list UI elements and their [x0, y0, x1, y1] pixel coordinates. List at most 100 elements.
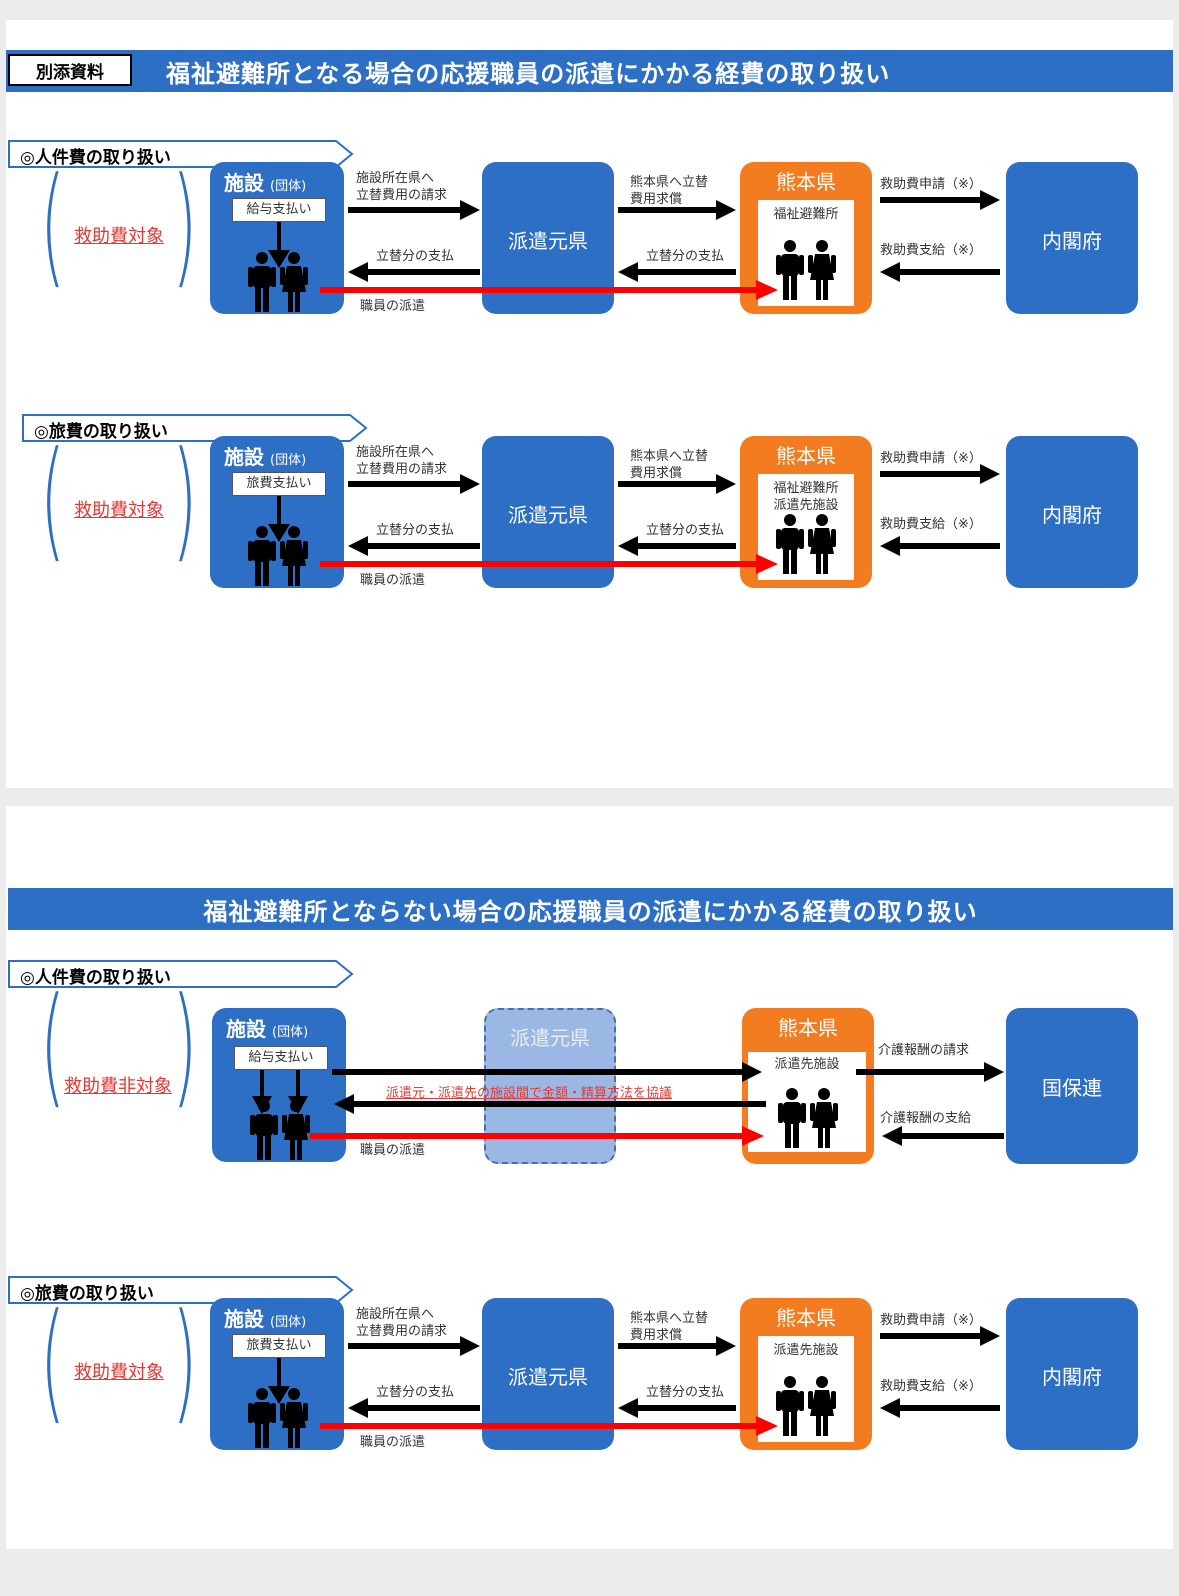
kokuhoren-box: 国保連 — [1006, 1008, 1138, 1164]
origin-prefecture-label: 派遣元県 — [510, 1026, 590, 1050]
diagram-section: ◎旅費の取り扱い ( ) 救助費対象 施設(団体) 旅費支払い 派遣元県 熊本県… — [0, 1276, 1179, 1596]
inner-line: 派遣先施設 — [773, 1343, 839, 1358]
relief-target-label: 救助費対象 — [74, 500, 164, 521]
origin-prefecture-label: 派遣元県 — [508, 1365, 588, 1389]
label-claim: 施設所在県へ立替費用の請求 — [356, 444, 447, 478]
facility-subtitle: (団体) — [270, 1315, 307, 1330]
label-reimburse: 熊本県へ立替費用求償 — [630, 1310, 708, 1344]
arrow-reimburse-to-kumamoto — [618, 474, 736, 494]
label-payment-2: 立替分の支払 — [646, 249, 725, 264]
label-relief-pay: 救助費支給（※） — [880, 1379, 982, 1394]
right-brace: ) — [172, 969, 198, 1121]
arrow-relief-apply — [880, 190, 1000, 210]
relief-target-label: 救助費非対象 — [64, 1076, 172, 1097]
payment-box: 旅費支払い — [232, 472, 326, 496]
flow-arrows — [320, 190, 1000, 300]
page2-title-banner: 福祉避難所とならない場合の応援職員の派遣にかかる経費の取り扱い — [8, 888, 1173, 930]
cabinet-office-label: 内閣府 — [1042, 1365, 1102, 1389]
flow-arrows — [320, 1326, 1000, 1436]
label-reimburse: 熊本県へ立替費用求償 — [630, 448, 708, 482]
arrow-facility-to-receiving — [332, 1062, 762, 1082]
label-payment-1: 立替分の支払 — [376, 1385, 455, 1400]
shelter-inner-box: 派遣先施設 — [748, 1052, 866, 1152]
arrow-claim-to-origin — [348, 1336, 480, 1356]
cabinet-office-box: 内閣府 — [1006, 436, 1138, 588]
arrow-claim-to-origin — [348, 200, 480, 220]
arrow-payment-to-origin — [618, 1398, 736, 1418]
shelter-inner-label: 福祉避難所 — [758, 206, 854, 223]
facility-box: 施設(団体) 給与支払い — [210, 162, 344, 314]
flow-arrows — [310, 1062, 1004, 1146]
left-brace: ( — [40, 149, 66, 301]
label-care-claim: 介護報酬の請求 — [878, 1043, 970, 1058]
inner-line: 派遣先施設 — [773, 498, 839, 513]
shelter-inner-box: 派遣先施設 — [758, 1336, 854, 1442]
facility-subtitle: (団体) — [270, 453, 307, 468]
inner-line: 福祉避難所 — [773, 207, 839, 222]
label-line: 熊本県へ立替 — [630, 175, 709, 190]
kumamoto-label: 熊本県 — [776, 170, 836, 194]
label-claim: 施設所在県へ立替費用の請求 — [356, 170, 447, 204]
payment-box: 旅費支払い — [232, 1334, 326, 1358]
payment-box: 給与支払い — [232, 198, 326, 222]
kokuhoren-label: 国保連 — [1042, 1076, 1102, 1100]
receiving-people-icon — [778, 1088, 838, 1148]
right-brace: ) — [172, 149, 198, 301]
section-page2-personnel: ◎人件費の取り扱い ( ) 救助費非対象 施設(団体) 給与支払い 派遣元県 熊… — [0, 960, 1179, 1280]
arrow-receiving-to-facility — [334, 1094, 766, 1114]
arrow-relief-pay — [880, 262, 1000, 282]
label-line: 費用求償 — [630, 466, 683, 481]
label-line: 熊本県へ立替 — [630, 449, 709, 464]
label-relief-apply: 救助費申請（※） — [880, 451, 982, 466]
label-dispatch: 職員の派遣 — [360, 573, 426, 588]
cabinet-office-box: 内閣府 — [1006, 1298, 1138, 1450]
origin-prefecture-label: 派遣元県 — [508, 503, 588, 527]
section-header-label: ◎人件費の取り扱い — [20, 968, 171, 988]
left-brace: ( — [40, 423, 66, 575]
cabinet-office-label: 内閣府 — [1042, 229, 1102, 253]
left-brace: ( — [40, 969, 66, 1121]
label-payment-1: 立替分の支払 — [376, 249, 455, 264]
facility-title: 施設(団体) — [224, 1303, 306, 1332]
arrow-relief-pay — [880, 1398, 1000, 1418]
facility-title: 施設(団体) — [224, 167, 306, 196]
cabinet-office-label: 内閣府 — [1042, 503, 1102, 527]
facility-subtitle: (団体) — [272, 1025, 309, 1040]
right-brace: ) — [172, 1285, 198, 1437]
arrow-care-pay — [882, 1126, 1004, 1146]
label-claim: 施設所在県へ立替費用の請求 — [356, 1306, 447, 1340]
arrow-relief-apply — [880, 1326, 1000, 1346]
receiving-people-icon — [776, 1376, 836, 1436]
label-relief-pay: 救助費支給（※） — [880, 517, 982, 532]
label-relief-apply: 救助費申請（※） — [880, 1313, 982, 1328]
staff-people-icon — [248, 526, 308, 586]
arrow-payment-to-origin — [618, 536, 736, 556]
shelter-inner-label: 福祉避難所派遣先施設 — [758, 480, 854, 514]
staff-people-icon — [248, 252, 308, 312]
facility-title-text: 施設 — [226, 1017, 266, 1041]
flow-arrows — [320, 464, 1000, 574]
arrow-payment-to-facility — [348, 262, 480, 282]
payment-box: 給与支払い — [234, 1046, 328, 1070]
arrow-payment-to-origin — [618, 262, 736, 282]
section-header-label: ◎旅費の取り扱い — [20, 1284, 154, 1304]
arrow-care-claim — [856, 1062, 1004, 1082]
label-reimburse: 熊本県へ立替費用求償 — [630, 174, 708, 208]
arrow-relief-pay — [880, 536, 1000, 556]
section-header-shape — [8, 140, 354, 168]
relief-target-label: 救助費対象 — [74, 1362, 164, 1383]
staff-people-icon — [248, 1388, 308, 1448]
staff-people-icon — [250, 1100, 310, 1160]
diagram-section: ◎旅費の取り扱い ( ) 救助費対象 施設(団体) 旅費支払い 派遣元県 熊本県… — [0, 414, 1179, 734]
arrow-staff-dispatch — [320, 280, 778, 300]
down-arrow — [268, 1358, 290, 1404]
diagram-section: ◎人件費の取り扱い ( ) 救助費対象 施設(団体) 給与支払い 派遣元県 熊本… — [0, 140, 1179, 460]
facility-box: 施設 (団体) 給与支払い — [212, 1008, 346, 1162]
facility-title-text: 施設 — [224, 445, 264, 469]
kumamoto-label: 熊本県 — [776, 444, 836, 468]
facility-title: 施設 (団体) — [224, 441, 306, 470]
label-line: 施設所在県へ — [356, 171, 435, 186]
arrow-staff-dispatch — [320, 554, 778, 574]
label-line: 費用求償 — [630, 192, 683, 207]
arrow-staff-dispatch — [310, 1126, 764, 1146]
